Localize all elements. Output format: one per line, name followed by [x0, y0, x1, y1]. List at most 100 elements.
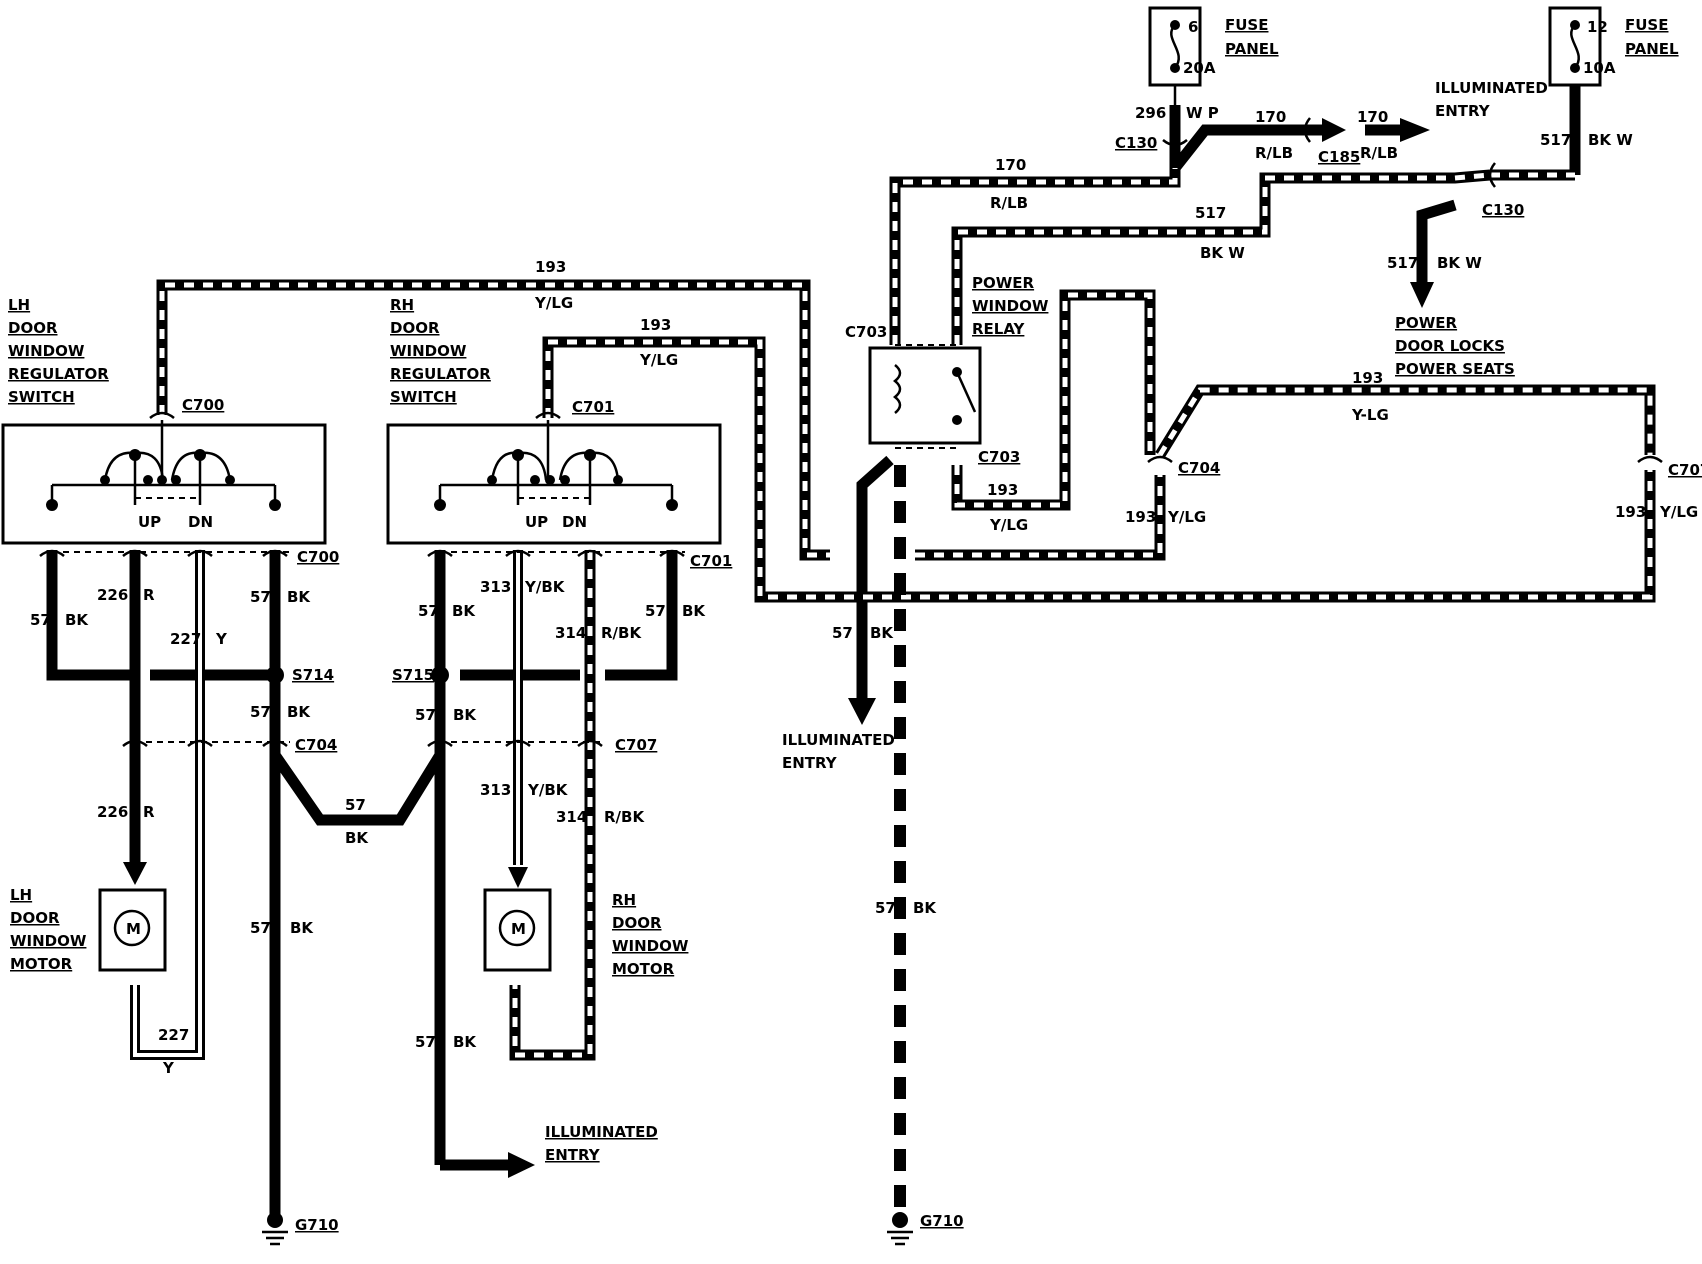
connector-label: C707: [1668, 461, 1702, 479]
connector-label: C130: [1482, 201, 1524, 219]
fuse-panel-title: FUSE: [1625, 16, 1668, 34]
ground-wires: [46, 85, 1581, 1220]
circuit-number: 226: [97, 803, 128, 821]
connector-label: C703: [845, 323, 887, 341]
circuit-number: 193: [1352, 369, 1383, 387]
connector-label: C701: [690, 552, 732, 570]
dn-label: DN: [188, 513, 213, 531]
wire-color: R/LB: [1360, 144, 1398, 162]
circuit-number: 57: [832, 624, 853, 642]
wire-color: BK: [913, 899, 937, 917]
rh-switch-label: DOOR: [390, 319, 440, 337]
arrow-to-power-door-locks-icon: [1410, 282, 1434, 308]
wire-color: Y/LG: [1167, 508, 1206, 526]
circuit-number: 193: [1125, 508, 1156, 526]
connector-label: C703: [978, 448, 1020, 466]
lh-motor-label: LH: [10, 886, 32, 904]
fuse-panel-right: 12 10A FUSE PANEL: [1548, 6, 1679, 87]
wire-color: R/BK: [601, 624, 642, 642]
wire-color: BK: [345, 829, 369, 847]
circuit-number: 314: [555, 624, 586, 642]
wire-color: Y/LG: [1659, 503, 1698, 521]
circuit-number: 57: [250, 588, 271, 606]
lh-door-window-motor: M LH DOOR WINDOW MOTOR: [10, 886, 167, 973]
destination-labels: ILLUMINATED ENTRY ILLUMINATED ENTRY ILLU…: [545, 79, 1548, 1164]
arrow-heads: [123, 118, 1434, 1178]
illuminated-entry-label: ENTRY: [545, 1146, 601, 1164]
splice-label: S714: [292, 666, 334, 684]
circuit-number: 517: [1387, 254, 1418, 272]
wire-color: BK: [290, 919, 314, 937]
lh-switch-label: DOOR: [8, 319, 58, 337]
connector-label: C130: [1115, 134, 1157, 152]
rh-motor-label: WINDOW: [612, 937, 689, 955]
arrow-to-c185-icon: [1322, 118, 1346, 142]
hatched-wires: [156, 168, 1656, 1061]
splice-label: S715: [392, 666, 434, 684]
motor-icon: [498, 909, 536, 947]
wire-57-bk-splice-right-b: [605, 550, 678, 681]
illuminated-entry-label: ENTRY: [1435, 102, 1491, 120]
ground-g710-right: G710: [887, 1212, 964, 1246]
wire-color: BK: [453, 706, 477, 724]
wire-color: Y: [215, 630, 228, 648]
wire-color: Y/BK: [527, 781, 569, 799]
wire-color: BK: [870, 624, 894, 642]
wire-color: Y/LG: [989, 516, 1028, 534]
lh-switch-label: SWITCH: [8, 388, 75, 406]
wire-314-rbk: [509, 550, 596, 1061]
relay-label: WINDOW: [972, 297, 1049, 315]
lh-motor-label: MOTOR: [10, 955, 73, 973]
circuit-number: 170: [1255, 108, 1286, 126]
circuit-number: 296: [1135, 104, 1166, 122]
circuit-number: 193: [535, 258, 566, 276]
wire-color: Y-LG: [1351, 406, 1389, 424]
wire-color: R/LB: [1255, 144, 1293, 162]
arrow-to-illuminated-entry-bottom-icon: [508, 1152, 535, 1178]
motor-icon: [113, 909, 151, 947]
rh-switch-label: SWITCH: [390, 388, 457, 406]
fuse-number: 12: [1587, 18, 1608, 36]
up-label: UP: [525, 513, 548, 531]
fuse-panel-title: PANEL: [1625, 40, 1679, 58]
wire-color: Y: [162, 1059, 175, 1077]
lh-motor-label: DOOR: [10, 909, 60, 927]
wire-color: R/BK: [604, 808, 645, 826]
wire-193-ylg-c704: [915, 475, 1166, 561]
ground-g710-left: G710: [262, 1212, 339, 1246]
ground-label: G710: [920, 1212, 964, 1230]
circuit-number: 227: [170, 630, 201, 648]
rh-motor-label: DOOR: [612, 914, 662, 932]
rh-door-window-regulator-switch: UP DN RH DOOR WINDOW REGULATOR SWITCH: [386, 296, 722, 545]
wire-color: BK W: [1200, 244, 1245, 262]
fuse-number: 6: [1188, 18, 1198, 36]
wire-color: Y/BK: [524, 578, 566, 596]
wire-517-to-locks: [1416, 199, 1457, 285]
power-door-locks-label: DOOR LOCKS: [1395, 337, 1505, 355]
wire-color: BK: [287, 588, 311, 606]
dn-label: DN: [562, 513, 587, 531]
connector-label: C701: [572, 398, 614, 416]
splice-s714: [266, 666, 284, 684]
lh-switch-label: REGULATOR: [8, 365, 109, 383]
circuit-number: 57: [645, 602, 666, 620]
motor-symbol: M: [511, 920, 526, 938]
connector-label: C707: [615, 736, 657, 754]
wire-57-bk-crossover: [270, 751, 445, 826]
fuse-panel-title: PANEL: [1225, 40, 1279, 58]
fuse-element-icon: [1570, 24, 1580, 69]
circuit-number: 170: [995, 156, 1026, 174]
connector-label: C185: [1318, 148, 1360, 166]
wire-57-bk-relay-entry: [856, 455, 894, 700]
wire-color: BK: [452, 602, 476, 620]
circuit-number: 57: [250, 919, 271, 937]
motor-symbol: M: [126, 920, 141, 938]
wire-color: R: [143, 803, 155, 821]
wire-color: Y/LG: [534, 294, 573, 312]
wire-color: Y/LG: [639, 351, 678, 369]
circuit-number: 193: [987, 481, 1018, 499]
circuit-number: 227: [158, 1026, 189, 1044]
lh-door-window-regulator-switch: UP DN LH DOOR WINDOW REGULATOR SWITCH: [1, 296, 327, 545]
wire-color: W P: [1186, 104, 1219, 122]
